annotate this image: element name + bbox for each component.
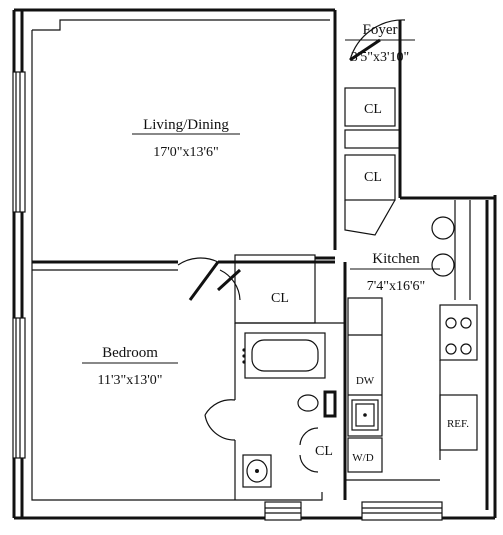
round-fixtures — [431, 216, 455, 277]
closet-label-bath: CL — [315, 444, 333, 459]
dishwasher-label: DW — [356, 375, 375, 387]
door-foyer — [349, 19, 406, 62]
bedroom-dims: 11'3"x13'0" — [98, 373, 163, 388]
foyer-label-group: Foyer 3'5"x3'10" — [345, 22, 415, 65]
living-dining-name: Living/Dining — [143, 117, 229, 133]
window-bedroom — [12, 317, 26, 459]
closet-label-foyer-lower: CL — [364, 170, 382, 185]
refrigerator-label: REF. — [447, 418, 469, 430]
kitchen-dims: 7'4"x16'6" — [367, 279, 425, 294]
washer-dryer-label: W/D — [352, 452, 373, 464]
kitchen-name: Kitchen — [372, 251, 420, 267]
bedroom-name: Bedroom — [102, 345, 158, 361]
toilet — [297, 390, 337, 418]
stove — [445, 317, 472, 355]
closet-label-hall: CL — [271, 291, 289, 306]
window-bath — [264, 501, 302, 521]
kitchen-label-group: Kitchen 7'4"x16'6" — [350, 251, 440, 294]
exterior-walls — [12, 8, 497, 520]
living-dining-dims: 17'0"x13'6" — [153, 145, 218, 160]
door-bath-closet — [299, 427, 319, 473]
window-living — [12, 71, 26, 213]
foyer-dims: 3'5"x3'10" — [351, 50, 409, 65]
door-hall-closet — [216, 268, 242, 301]
bath-sink — [242, 454, 272, 488]
kitchen-sink — [351, 399, 379, 431]
door-bath — [204, 399, 236, 441]
window-kitchen — [361, 501, 443, 521]
bathtub — [242, 332, 326, 379]
interior-walls — [32, 10, 495, 500]
living-label-group: Living/Dining 17'0"x13'6" — [132, 117, 240, 160]
bedroom-label-group: Bedroom 11'3"x13'0" — [82, 345, 178, 388]
door-bedroom — [177, 257, 220, 301]
closet-label-foyer-upper: CL — [364, 102, 382, 117]
foyer-name: Foyer — [363, 22, 398, 38]
